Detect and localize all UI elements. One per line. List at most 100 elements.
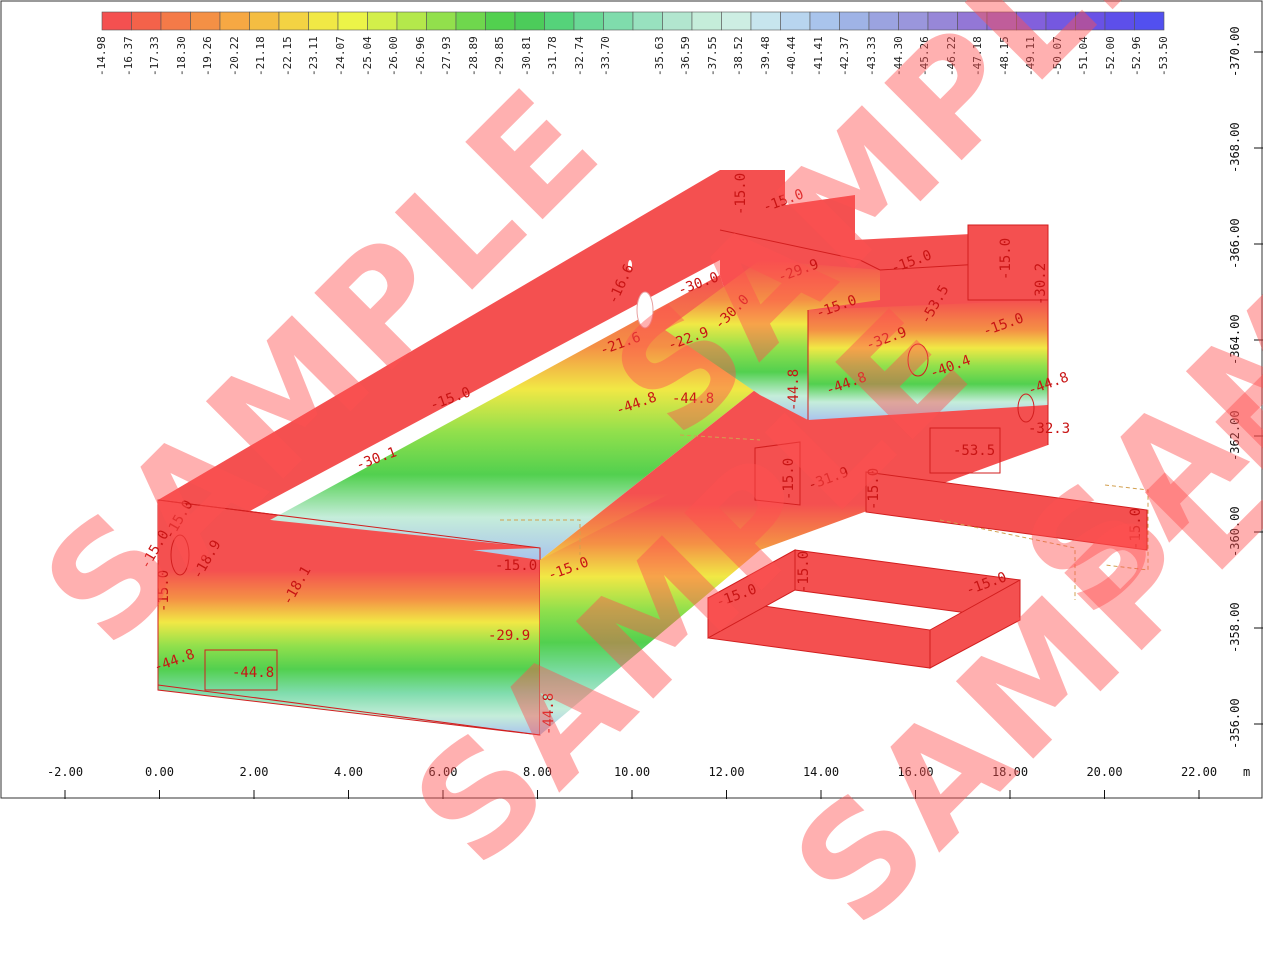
legend-label: -38.52 bbox=[732, 36, 746, 76]
y-tick-label: -362.00 bbox=[1228, 410, 1242, 462]
legend-label: -41.41 bbox=[811, 36, 825, 76]
legend-label: -30.81 bbox=[519, 36, 533, 76]
color-legend: -14.98-16.37-17.33-18.30-19.26-20.22-21.… bbox=[0, 0, 1263, 100]
value-label: -30.2 bbox=[1033, 263, 1049, 305]
legend-label: -42.37 bbox=[838, 36, 852, 76]
value-label: -15.0 bbox=[495, 558, 537, 574]
legend-swatch bbox=[986, 11, 1017, 31]
legend-label: -26.96 bbox=[413, 36, 427, 76]
legend-swatch bbox=[455, 11, 486, 31]
legend-label: -40.44 bbox=[785, 36, 799, 76]
legend-swatch bbox=[396, 11, 427, 31]
legend-label: -32.74 bbox=[572, 36, 586, 76]
legend-label: -16.37 bbox=[121, 36, 135, 76]
value-label: -15.0 bbox=[998, 238, 1014, 280]
y-tick-label: -358.00 bbox=[1228, 602, 1242, 654]
legend-label: -44.30 bbox=[891, 36, 905, 76]
x-tick-label: 8.00 bbox=[523, 765, 552, 779]
legend-label: -26.00 bbox=[387, 36, 401, 76]
legend-swatch bbox=[249, 11, 280, 31]
slab-lower-frame bbox=[707, 549, 1021, 669]
legend-swatch bbox=[367, 11, 398, 31]
legend-swatch bbox=[219, 11, 250, 31]
legend-swatch bbox=[514, 11, 545, 31]
x-tick-label: 10.00 bbox=[613, 765, 651, 779]
x-tick-label: -2.00 bbox=[46, 765, 84, 779]
value-label: -44.8 bbox=[232, 665, 274, 681]
legend-label: -25.04 bbox=[360, 36, 374, 76]
x-axis-ticks bbox=[64, 790, 1200, 799]
legend-label: -27.93 bbox=[440, 36, 454, 76]
legend-label: -18.30 bbox=[174, 36, 188, 76]
legend-label: -22.15 bbox=[280, 36, 294, 76]
legend-label: -53.50 bbox=[1157, 36, 1170, 76]
legend-swatch bbox=[839, 11, 870, 31]
y-tick-label: -360.00 bbox=[1228, 506, 1242, 558]
legend-swatch bbox=[544, 11, 575, 31]
legend-label: -52.00 bbox=[1103, 36, 1117, 76]
x-axis-unit: m bbox=[1243, 765, 1251, 779]
x-tick-label: 6.00 bbox=[428, 765, 458, 779]
legend-swatch bbox=[190, 11, 221, 31]
legend-swatch bbox=[1104, 11, 1135, 31]
x-tick-label: 0.00 bbox=[145, 765, 174, 779]
y-tick-label: -368.00 bbox=[1228, 122, 1242, 174]
legend-swatch bbox=[160, 11, 191, 31]
openings bbox=[170, 260, 1035, 576]
x-tick-label: 16.00 bbox=[897, 765, 934, 779]
legend-label: -36.59 bbox=[679, 36, 693, 76]
hidden-outline bbox=[500, 434, 1149, 600]
legend-label: -31.78 bbox=[546, 36, 560, 76]
legend-swatch bbox=[101, 11, 132, 31]
legend-swatch bbox=[809, 11, 840, 31]
value-label: -32.3 bbox=[1028, 421, 1070, 437]
value-label: -15.0 bbox=[866, 468, 882, 510]
legend-swatch bbox=[278, 11, 309, 31]
legend-label: -52.96 bbox=[1130, 36, 1144, 76]
legend-swatch bbox=[927, 11, 958, 31]
y-tick-label: -366.00 bbox=[1228, 218, 1242, 270]
legend-label: -28.89 bbox=[466, 36, 480, 76]
x-tick-label: 22.00 bbox=[1180, 765, 1218, 779]
value-label: -15.0 bbox=[156, 570, 172, 612]
y-tick-label: -356.00 bbox=[1228, 698, 1242, 750]
value-label: -44.8 bbox=[541, 693, 557, 735]
legend-swatch bbox=[898, 11, 929, 31]
model-viewport[interactable]: -15.0-15.0-15.0-15.0-15.0-15.0-15.0-15.0… bbox=[0, 0, 1263, 799]
value-label: -44.8 bbox=[672, 391, 714, 407]
legend-swatch bbox=[1134, 11, 1165, 31]
y-tick-label: -364.00 bbox=[1228, 314, 1242, 366]
x-tick-label: 12.00 bbox=[708, 765, 745, 779]
legend-swatch bbox=[780, 11, 811, 31]
legend-label: -43.33 bbox=[864, 36, 878, 76]
legend-swatch bbox=[721, 11, 752, 31]
slab-upper bbox=[754, 441, 1148, 551]
legend-label: -33.70 bbox=[599, 36, 613, 76]
x-tick-label: 20.00 bbox=[1086, 765, 1123, 779]
legend-swatch bbox=[1045, 11, 1076, 31]
value-label: -44.8 bbox=[786, 369, 802, 411]
legend-label: -50.07 bbox=[1050, 36, 1064, 76]
legend-swatch bbox=[308, 11, 339, 31]
legend-swatch bbox=[573, 11, 604, 31]
legend-label: -48.15 bbox=[997, 36, 1011, 76]
legend-label: -23.11 bbox=[307, 36, 321, 76]
x-tick-label: 4.00 bbox=[334, 765, 363, 779]
legend-label: -19.26 bbox=[201, 36, 215, 76]
legend-label: -49.11 bbox=[1024, 36, 1038, 76]
y-tick-label: -370.00 bbox=[1228, 26, 1242, 78]
legend-swatch bbox=[662, 11, 693, 31]
legend-swatch bbox=[957, 11, 988, 31]
value-label: -29.9 bbox=[488, 628, 530, 644]
y-axis-ticks bbox=[1254, 51, 1263, 725]
legend-swatch bbox=[691, 11, 722, 31]
legend-swatch bbox=[1075, 11, 1106, 31]
legend-label bbox=[626, 36, 640, 96]
legend-label: -47.18 bbox=[971, 36, 985, 76]
legend-swatch bbox=[426, 11, 457, 31]
legend-label: -51.04 bbox=[1077, 36, 1091, 76]
legend-label: -20.22 bbox=[227, 36, 241, 76]
legend-swatch bbox=[632, 11, 663, 31]
value-label: -53.5 bbox=[953, 443, 995, 459]
legend-swatch bbox=[868, 11, 899, 31]
